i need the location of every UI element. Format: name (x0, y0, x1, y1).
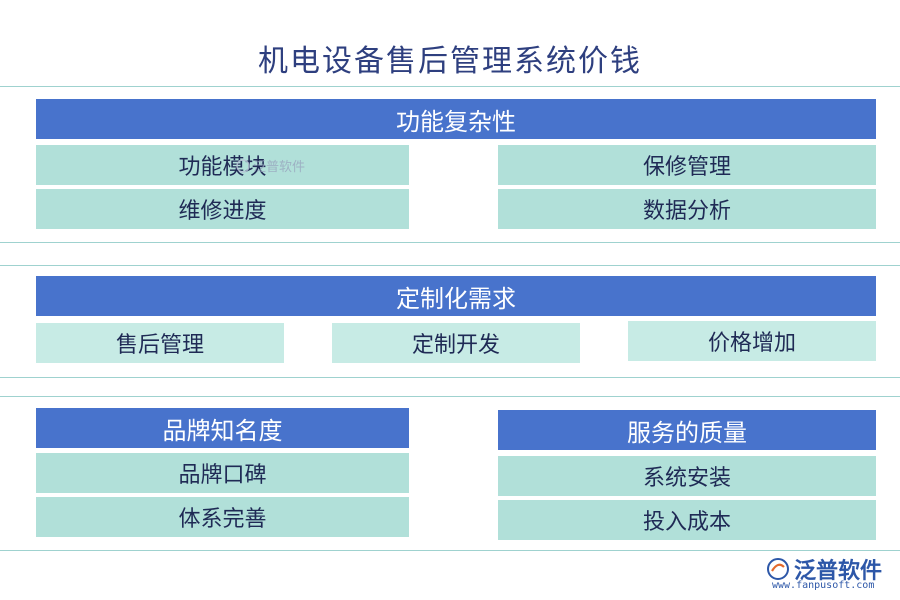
brand-item: 品牌口碑 (36, 453, 409, 493)
service-header: 服务的质量 (498, 410, 876, 450)
complexity-right-item: 保修管理 (498, 145, 876, 185)
divider-line (0, 396, 900, 397)
divider-line (0, 242, 900, 243)
custom-item: 定制开发 (332, 323, 580, 363)
custom-header: 定制化需求 (36, 276, 876, 316)
divider-line (0, 550, 900, 551)
logo-text: 泛普软件 (794, 559, 883, 584)
watermark-small-text: 泛普软件 (253, 160, 306, 175)
brand-header: 品牌知名度 (36, 408, 409, 448)
brand-logo: 泛普软件 (766, 553, 882, 585)
watermark-small: 泛普软件 (236, 156, 305, 175)
watermark-logo-icon (236, 158, 250, 173)
divider-line (0, 377, 900, 378)
service-item: 系统安装 (498, 456, 876, 496)
complexity-left-item: 功能模块 (36, 145, 409, 185)
divider-line (0, 265, 900, 266)
divider-line (0, 86, 900, 87)
logo-url: www.fanpusoft.com (772, 580, 875, 591)
brand-item: 体系完善 (36, 497, 409, 537)
custom-item: 价格增加 (628, 321, 876, 361)
complexity-right-item: 数据分析 (498, 189, 876, 229)
service-item: 投入成本 (498, 500, 876, 540)
fanpu-logo-icon (767, 558, 789, 580)
custom-item: 售后管理 (36, 323, 284, 363)
complexity-header: 功能复杂性 (36, 99, 876, 139)
page-title: 机电设备售后管理系统价钱 (258, 44, 642, 79)
complexity-left-item: 维修进度 (36, 189, 409, 229)
